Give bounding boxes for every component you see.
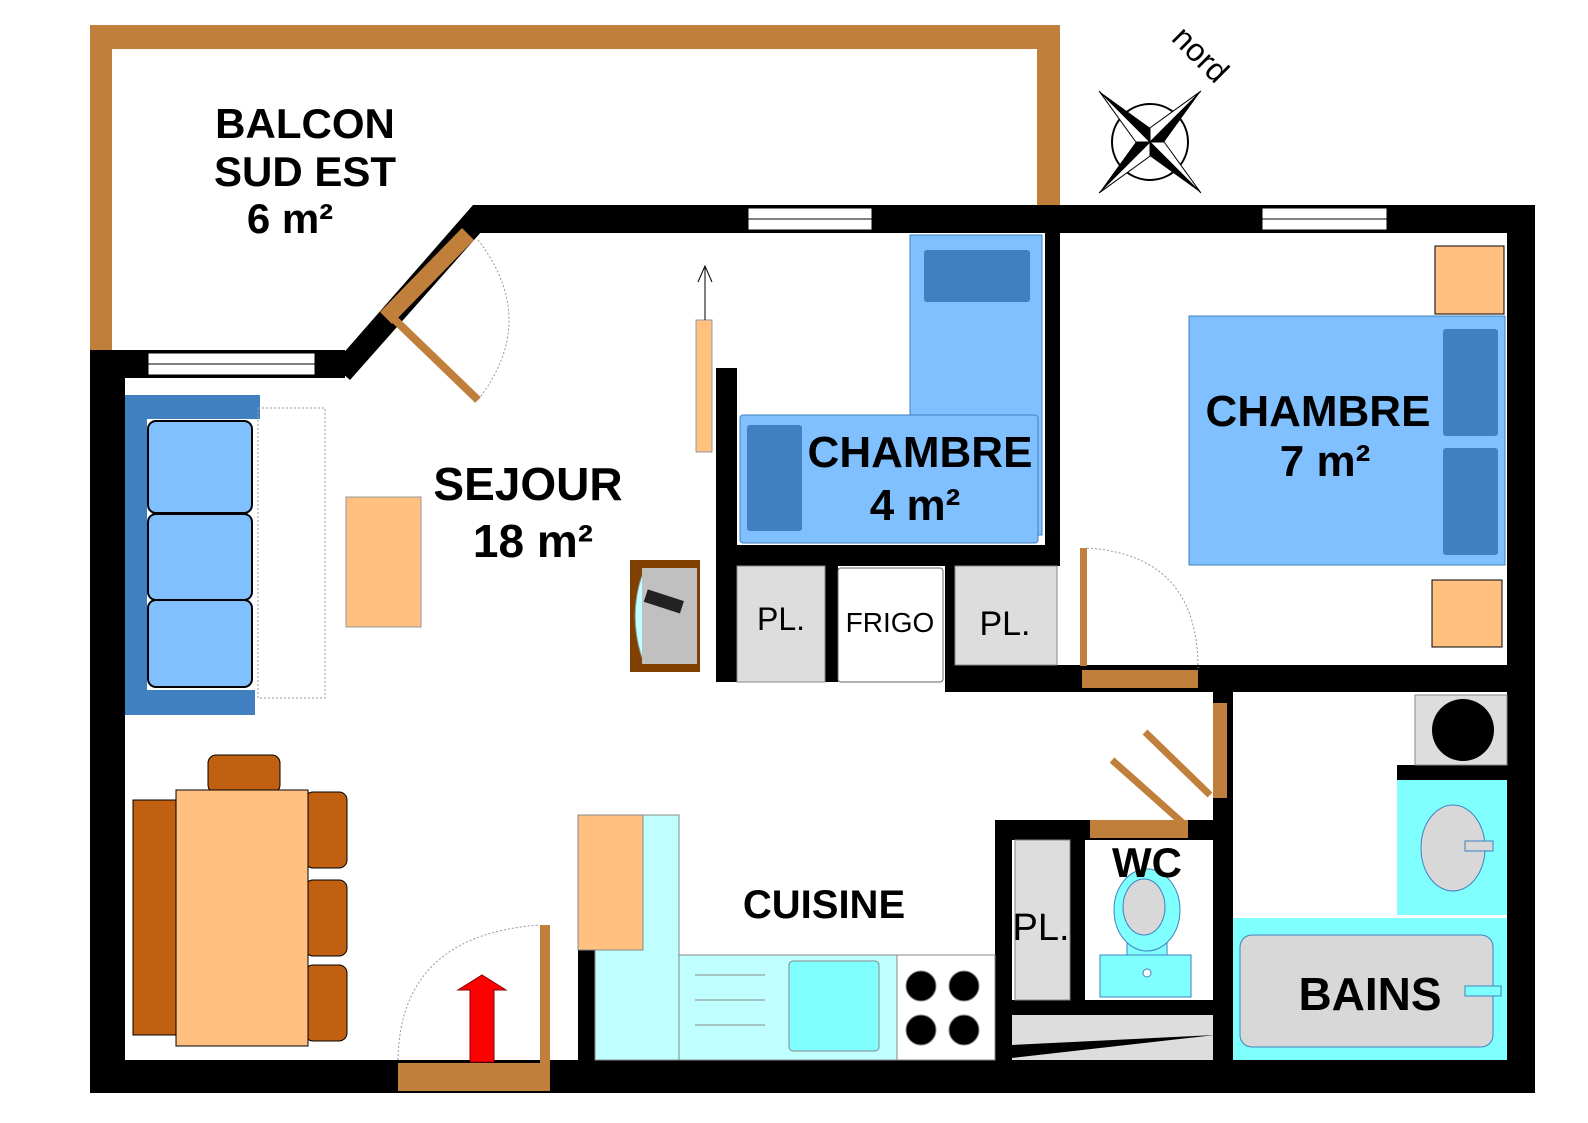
toilet (1099, 868, 1192, 998)
compass-label: nord (1165, 19, 1236, 90)
remote-icon (643, 589, 684, 614)
tv-cabinet (630, 560, 700, 672)
entrance-door[interactable] (397, 924, 550, 1091)
rug (257, 407, 326, 699)
bed-large (1188, 245, 1506, 648)
closet-3-label: PL. (1012, 907, 1069, 949)
stair-mark (1012, 1035, 1215, 1060)
balcony-area: 6 m² (247, 195, 333, 242)
living-name: SEJOUR (433, 458, 622, 510)
fridge-label: FRIGO (846, 607, 935, 638)
compass-rose-icon (1098, 90, 1202, 194)
bedroom-large-name: CHAMBRE (1206, 387, 1431, 436)
arrow-up-icon (697, 264, 713, 320)
balcony-line1: BALCON (215, 100, 395, 147)
bedroom-small-area: 4 m² (870, 481, 960, 530)
bathtub (1233, 918, 1507, 1060)
balcony-door[interactable] (380, 228, 510, 403)
bedroom-small-name: CHAMBRE (808, 428, 1033, 477)
closet-3[interactable] (1014, 839, 1071, 1001)
closet-2-label: PL. (979, 605, 1030, 643)
closet-1[interactable] (736, 565, 826, 683)
living-area: 18 m² (473, 515, 593, 567)
bathroom-name: BAINS (1298, 968, 1441, 1020)
shelf (695, 319, 713, 453)
bed-small (739, 234, 1043, 544)
bedroom-door[interactable] (1080, 547, 1199, 688)
entrance-arrow-icon (456, 974, 508, 1063)
fridge[interactable] (837, 567, 944, 683)
hall-closet-doors[interactable] (1090, 703, 1227, 838)
closet-1-label: PL. (757, 601, 805, 637)
kitchen-counter (577, 814, 996, 1061)
washbasin (1397, 780, 1507, 915)
kitchen-name: CUISINE (743, 883, 905, 927)
washing-machine (1414, 694, 1508, 766)
balcony-railing (90, 25, 1060, 355)
wc-name: WC (1112, 839, 1182, 886)
windows (147, 207, 1388, 376)
coffee-table (345, 496, 422, 628)
closet-2[interactable] (954, 565, 1058, 666)
sofa (125, 395, 260, 715)
balcony-line2: SUD EST (214, 148, 396, 195)
bedroom-large-area: 7 m² (1280, 437, 1370, 486)
dining-set (132, 754, 348, 1047)
sink (788, 960, 880, 1052)
